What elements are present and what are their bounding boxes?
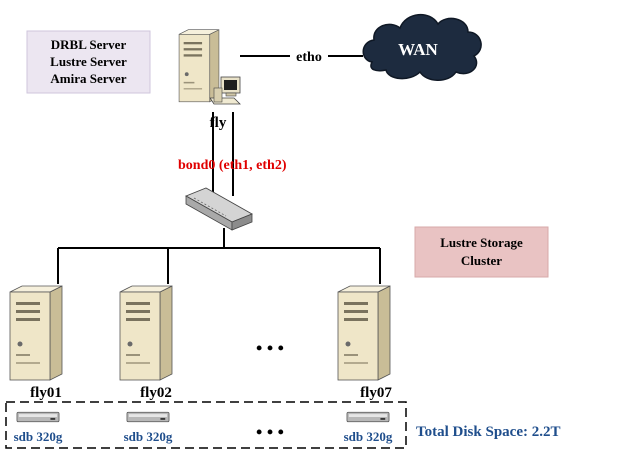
cloud-icon <box>362 14 482 81</box>
wan-cloud: WAN <box>362 14 482 81</box>
server-icon <box>119 285 173 381</box>
disk-icon <box>126 411 170 423</box>
wan-label: WAN <box>398 40 438 59</box>
role-lustre-server: Lustre Server <box>50 54 127 69</box>
node-name: fly07 <box>360 385 392 401</box>
disks-ellipsis: • • • <box>256 422 284 442</box>
lustre-cluster-line-1: Lustre Storage <box>440 235 523 250</box>
uplink-label: etho <box>296 50 322 65</box>
disk-fly07: sdb 320g <box>344 411 393 444</box>
node-fly02: fly02 <box>119 285 173 401</box>
total-disk-space: Total Disk Space: 2.2T <box>416 424 560 440</box>
switch-icon <box>185 187 253 231</box>
lustre-cluster-box: Lustre Storage Cluster <box>414 226 549 278</box>
disk-label: sdb 320g <box>14 429 63 444</box>
disk-fly01: sdb 320g <box>14 411 63 444</box>
disk-label: sdb 320g <box>124 429 173 444</box>
node-fly07: fly07 <box>337 285 392 401</box>
bond-label: bond0 (eth1, eth2) <box>178 158 287 173</box>
lustre-cluster-background <box>414 226 549 278</box>
server-icon <box>9 285 63 381</box>
disk-group-border <box>5 401 407 449</box>
node-fly01: fly01 <box>9 285 63 401</box>
disk-icon <box>16 411 60 423</box>
server-icon <box>178 29 220 103</box>
server-roles-background <box>26 30 151 94</box>
workstation-icon <box>209 76 241 105</box>
lustre-cluster-line-2: Cluster <box>461 253 502 268</box>
disk-icon <box>346 411 390 423</box>
nodes-ellipsis: • • • <box>256 338 284 358</box>
uplink-label-bg <box>290 46 328 64</box>
role-drbl-server: DRBL Server <box>51 37 127 52</box>
node-name: fly01 <box>30 385 62 401</box>
head-node: fly <box>178 29 241 131</box>
server-icon <box>337 285 391 381</box>
role-amira-server: Amira Server <box>50 71 126 86</box>
node-name: fly02 <box>140 385 172 401</box>
disk-label: sdb 320g <box>344 429 393 444</box>
server-roles-box: DRBL Server Lustre Server Amira Server <box>26 30 151 94</box>
disk-fly02: sdb 320g <box>124 411 173 444</box>
